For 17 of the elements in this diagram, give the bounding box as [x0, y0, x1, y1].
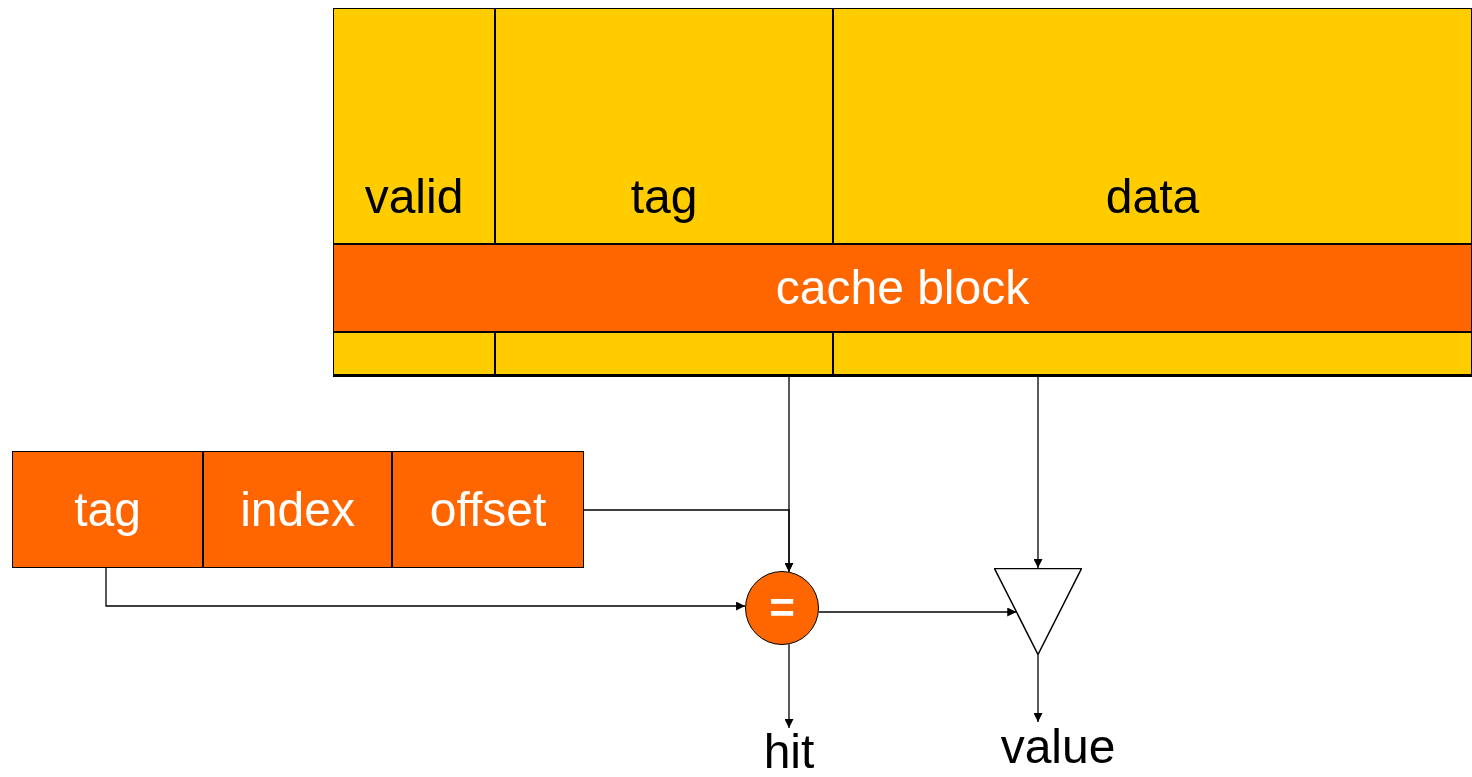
- arrow: [1033, 654, 1043, 723]
- output-label: value: [978, 722, 1138, 772]
- arrow: [583, 509, 794, 573]
- cache-field: data: [833, 8, 1472, 244]
- arrow: [105, 567, 746, 611]
- output-label: hit: [739, 728, 839, 776]
- cache-field: tag: [495, 8, 833, 244]
- arrow: [784, 643, 794, 729]
- arrow: [1033, 376, 1043, 569]
- buffer-triangle: [994, 568, 1082, 655]
- cache-block-bar: cache block: [333, 244, 1472, 332]
- cache-field: valid: [333, 8, 495, 244]
- arrow: [818, 607, 1017, 617]
- address-field: tag: [12, 451, 203, 568]
- comparator-circle: =: [745, 571, 819, 645]
- address-field: offset: [392, 451, 584, 568]
- address-field: index: [203, 451, 392, 568]
